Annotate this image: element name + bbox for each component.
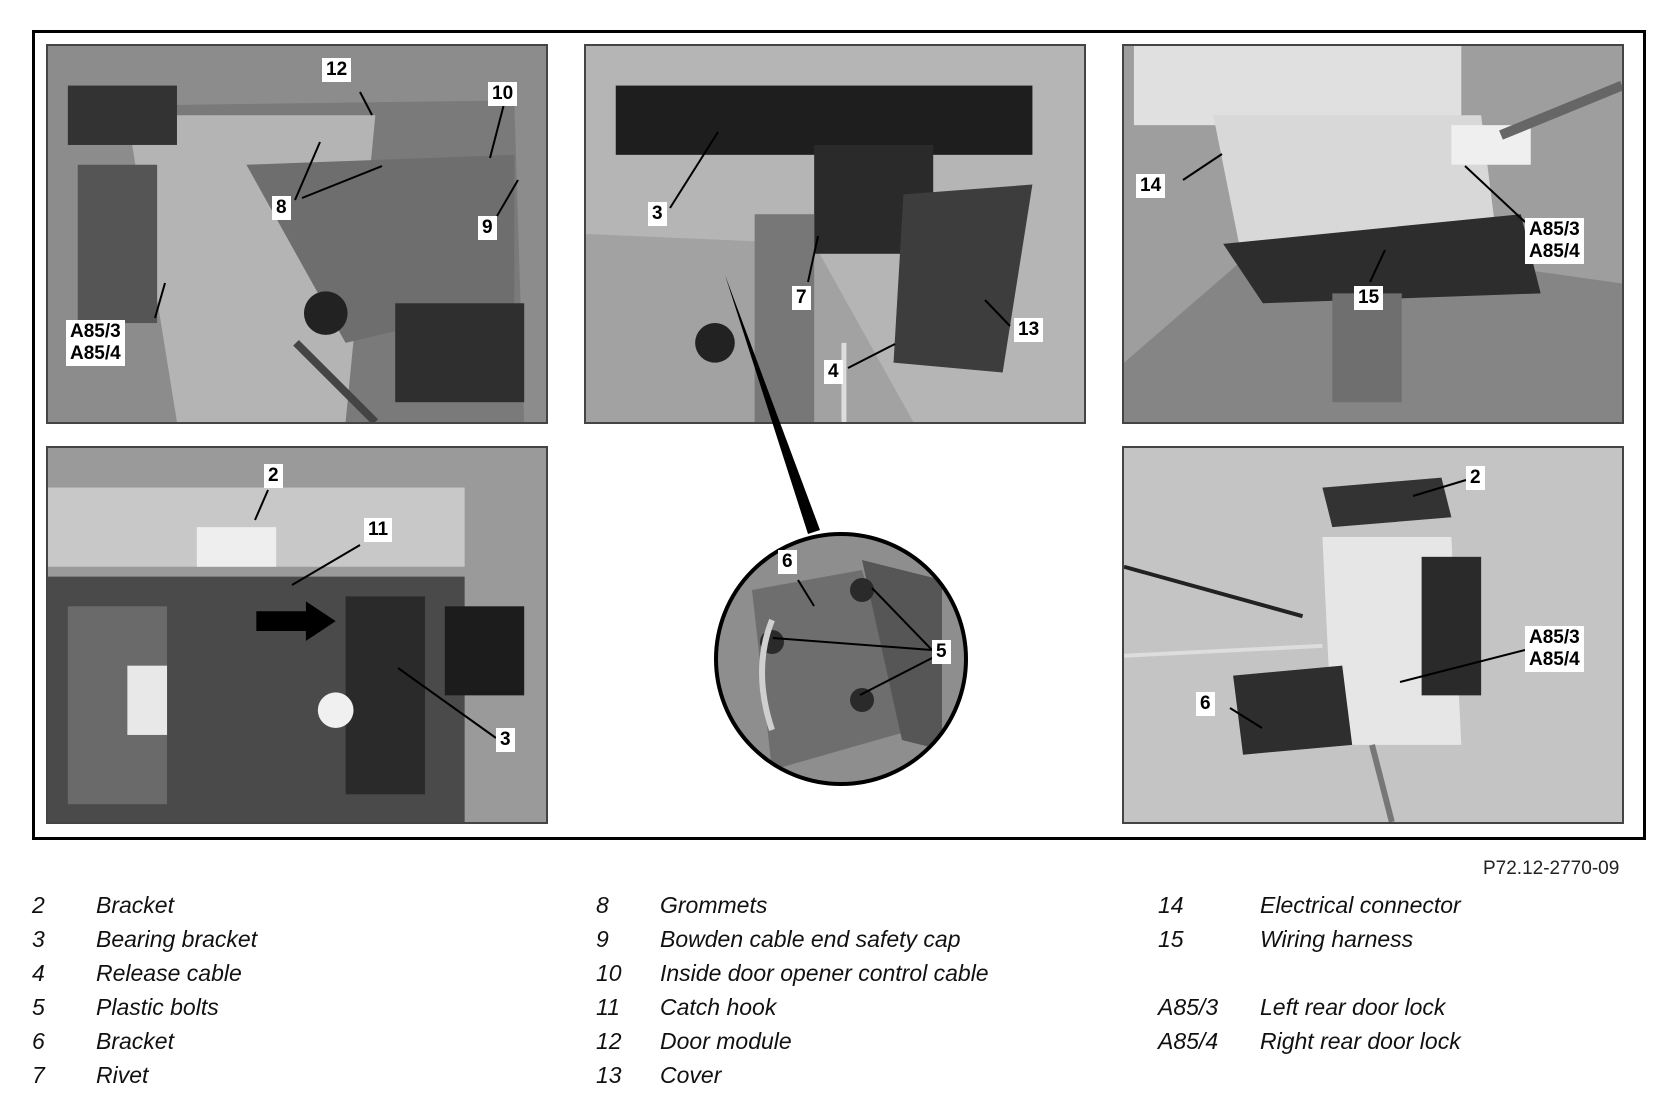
callout-3: 3: [496, 728, 515, 752]
callout-8: 8: [272, 196, 291, 220]
callout-11: 11: [364, 518, 393, 542]
photo-catch-hook: [46, 446, 548, 824]
callout-6: 6: [1196, 692, 1215, 716]
callout-2: 2: [264, 464, 283, 488]
callout-12: 12: [322, 58, 352, 82]
callout-4: 4: [824, 360, 843, 384]
photo-door-lock: [1122, 446, 1624, 824]
callout-a85: A85/3 A85/4: [66, 320, 125, 366]
callout-15: 15: [1354, 286, 1384, 310]
callout-6: 6: [778, 550, 797, 574]
figure-reference: P72.12-2770-09: [1483, 858, 1620, 879]
callout-14: 14: [1136, 174, 1166, 198]
callout-a85: A85/3 A85/4: [1525, 626, 1584, 672]
callout-a85: A85/3 A85/4: [1525, 218, 1584, 264]
callout-5: 5: [932, 640, 951, 664]
callout-3: 3: [648, 202, 667, 226]
callout-13: 13: [1014, 318, 1044, 342]
callout-10: 10: [488, 82, 518, 106]
photo-electrical-connector: [1122, 44, 1624, 424]
photo-door-module: [46, 44, 548, 424]
callout-7: 7: [792, 286, 811, 310]
callout-9: 9: [478, 216, 497, 240]
callout-2: 2: [1466, 466, 1485, 490]
